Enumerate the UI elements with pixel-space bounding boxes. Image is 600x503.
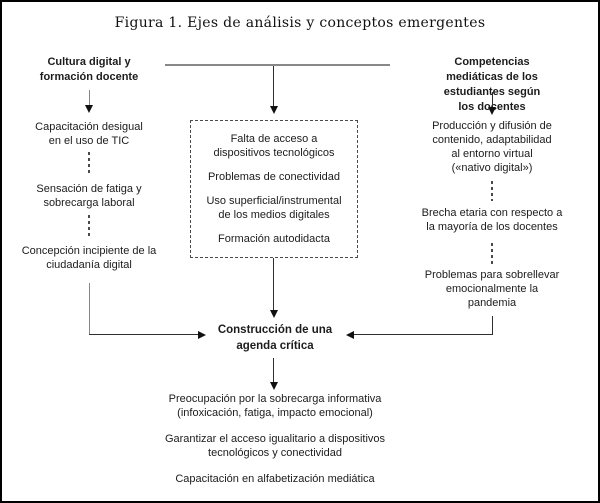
outcomes-block: Preocupación por la sobrecarga informati… xyxy=(85,392,465,498)
left-header-arrowhead-icon xyxy=(85,105,93,113)
outcome-1: Preocupación por la sobrecarga informati… xyxy=(168,393,382,419)
box-to-node-arrowhead-icon xyxy=(270,310,278,318)
right-concept-2: Brecha etaria con respecto a la mayoría … xyxy=(421,207,563,233)
central-node: Construcción de una agenda crítica xyxy=(217,324,333,352)
node-to-bottom-arrowhead-icon xyxy=(270,382,278,390)
left-concept-2: Sensación de fatiga y sobrecarga laboral xyxy=(36,183,142,209)
left-dashed-link-1 xyxy=(88,152,90,175)
right-elbow-horizontal xyxy=(354,334,493,335)
box-concept-1: Falta de acceso a dispositivos tecnológi… xyxy=(213,133,335,159)
box-to-node-arrow-shaft xyxy=(273,258,274,311)
right-header-arrowhead-icon xyxy=(488,107,496,115)
left-concept-3: Concepción incipiente de la ciudadanía d… xyxy=(21,245,157,271)
box-concept-4: Formación autodidacta xyxy=(218,233,330,245)
right-dashed-link-1 xyxy=(491,181,493,201)
right-elbow-vertical xyxy=(492,316,493,335)
center-top-arrowhead-icon xyxy=(270,106,278,114)
node-to-bottom-arrow-shaft xyxy=(273,358,274,383)
left-axis-header: Cultura digital y formación docente xyxy=(39,56,139,83)
right-concept-3: Problemas para sobrellevar emocionalment… xyxy=(424,269,560,309)
right-dashed-link-2 xyxy=(491,243,493,264)
outcome-3: Capacitación en alfabetización mediática xyxy=(175,473,375,485)
center-top-arrow-shaft xyxy=(273,66,274,107)
top-connector-line xyxy=(165,64,390,66)
left-elbow-horizontal xyxy=(89,334,199,335)
left-concept-1: Capacitación desigual en el uso de TIC xyxy=(35,121,143,147)
left-elbow-arrowhead-icon xyxy=(198,331,206,339)
left-elbow-vertical xyxy=(89,283,90,335)
right-header-arrow-shaft xyxy=(492,92,493,108)
left-dashed-link-2 xyxy=(88,215,90,238)
left-header-arrow-shaft xyxy=(89,90,90,106)
right-concept-1: Producción y difusión de contenido, adap… xyxy=(432,120,552,174)
right-elbow-arrowhead-icon xyxy=(346,331,354,339)
box-concept-2: Problemas de conectividad xyxy=(207,171,341,183)
box-concept-3: Uso superficial/instrumental de los medi… xyxy=(206,195,342,221)
outcome-2: Garantizar el acceso igualitario a dispo… xyxy=(164,433,386,459)
figure-title: Figura 1. Ejes de análisis y conceptos e… xyxy=(114,15,486,31)
shared-concepts-box: Falta de acceso a dispositivos tecnológi… xyxy=(190,120,358,258)
